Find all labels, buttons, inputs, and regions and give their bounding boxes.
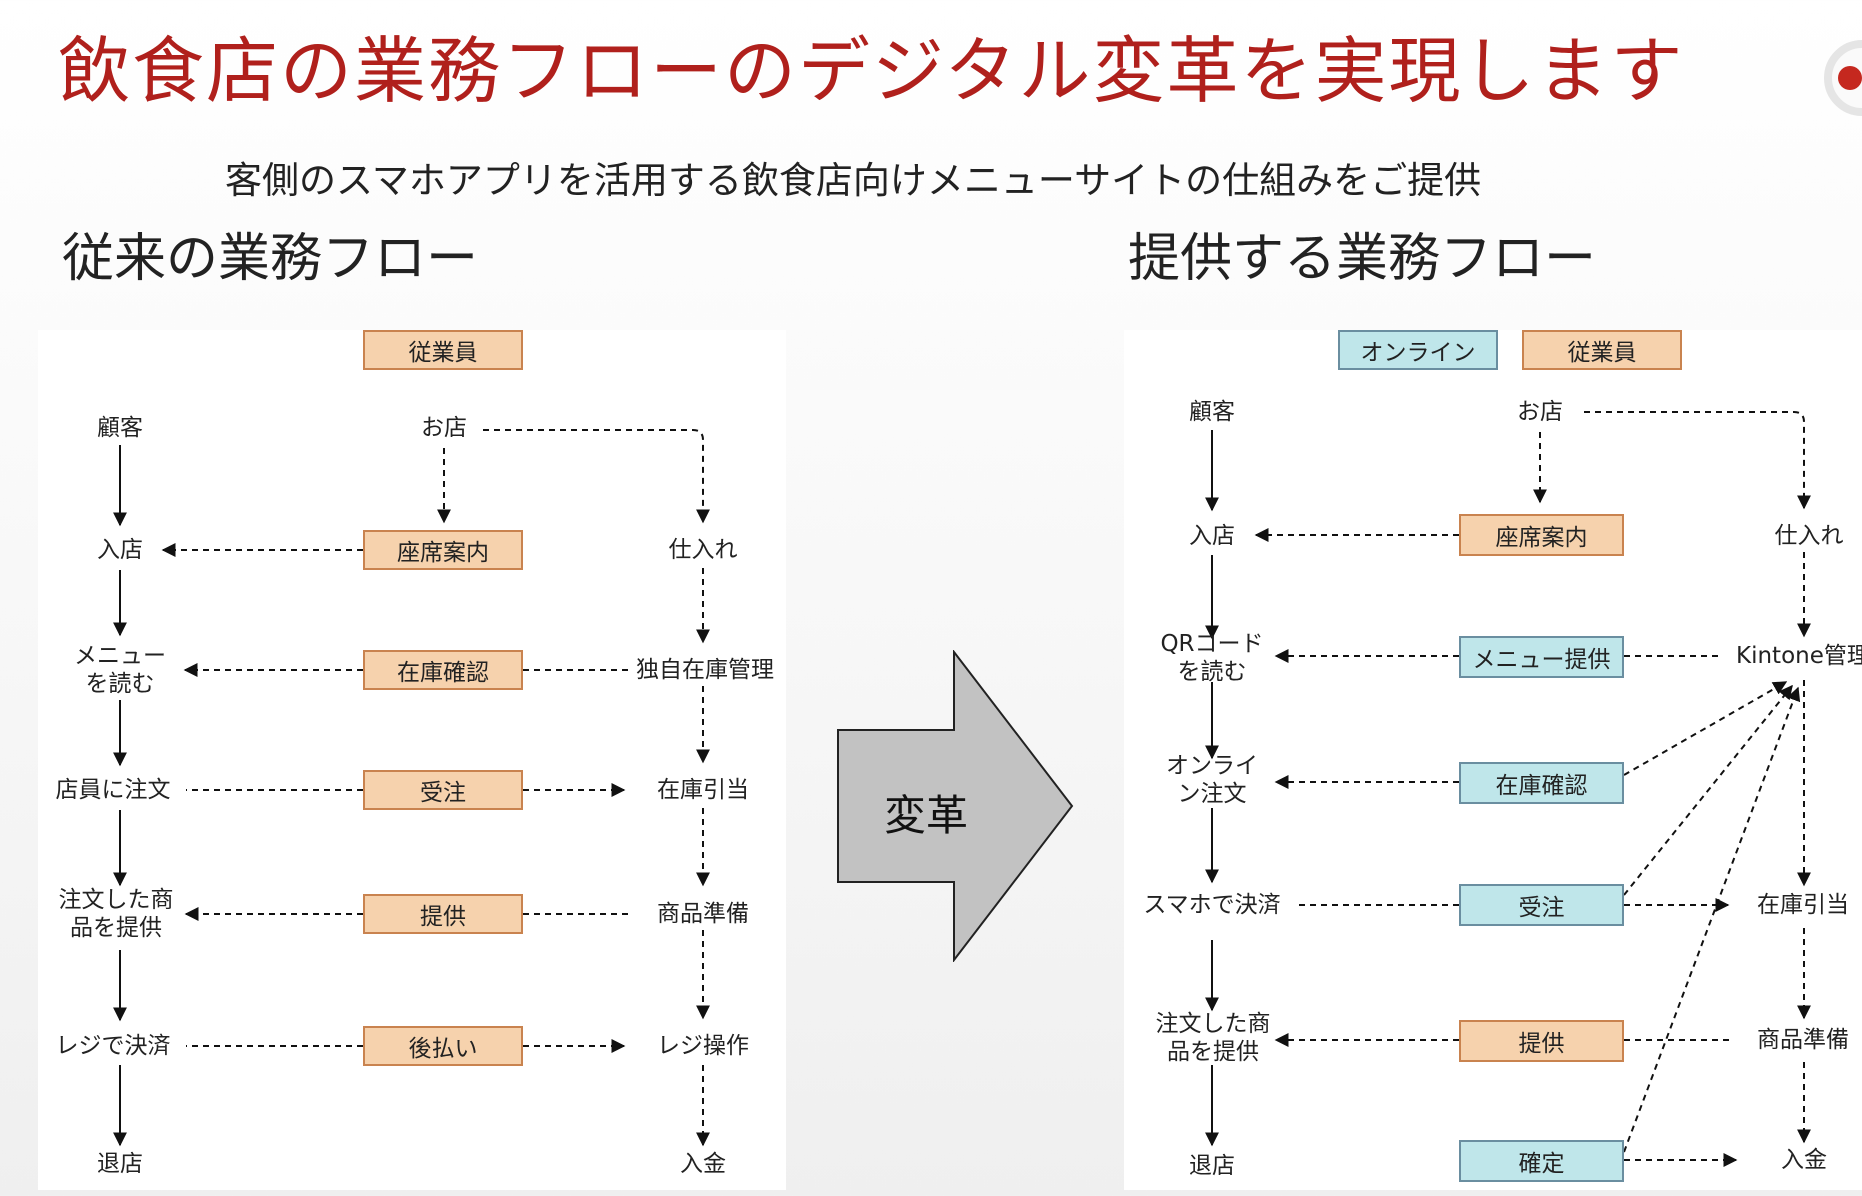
mobile-pay-node: スマホで決済 xyxy=(1143,892,1281,918)
product-prep-node: 商品準備 xyxy=(657,901,749,927)
purchase-node: 仕入れ xyxy=(668,537,738,563)
stock-check-chip: 在庫確認 xyxy=(363,650,523,690)
online-order-node: オンライ ン注文 xyxy=(1166,753,1258,807)
order-receive-chip: 受注 xyxy=(1459,884,1624,926)
serve-chip: 提供 xyxy=(1459,1020,1624,1062)
store-node: お店 xyxy=(1517,399,1563,425)
own-inventory-node: 独自在庫管理 xyxy=(636,657,774,683)
register-op-node: レジ操作 xyxy=(657,1033,749,1059)
leave-store-node: 退店 xyxy=(97,1151,143,1177)
customer-node: 顧客 xyxy=(1189,399,1235,425)
right-flow-connectors xyxy=(1205,411,1811,1167)
enter-store-node: 入店 xyxy=(97,537,143,563)
menu-provide-chip: メニュー提供 xyxy=(1459,636,1624,678)
legend-online: オンライン xyxy=(1338,330,1498,370)
seat-guide-chip: 座席案内 xyxy=(1459,514,1624,556)
stock-allocate-node: 在庫引当 xyxy=(657,777,749,803)
seat-guide-chip: 座席案内 xyxy=(363,530,523,570)
scan-qr-node: QRコード を読む xyxy=(1160,631,1264,685)
order-receive-chip: 受注 xyxy=(363,770,523,810)
legend-employee: 従業員 xyxy=(1522,330,1682,370)
left-heading: 従来の業務フロー xyxy=(62,229,479,289)
customer-node: 顧客 xyxy=(97,415,143,441)
read-menu-node: メニュー を読む xyxy=(74,643,166,697)
product-prep-node: 商品準備 xyxy=(1757,1027,1849,1053)
enter-store-node: 入店 xyxy=(1189,523,1235,549)
logo-icon xyxy=(1824,40,1862,116)
postpay-chip: 後払い xyxy=(363,1026,523,1066)
slide-subtitle: 客側のスマホアプリを活用する飲食店向けメニューサイトの仕組みをご提供 xyxy=(225,159,1482,202)
stock-check-chip: 在庫確認 xyxy=(1459,762,1624,804)
serve-chip: 提供 xyxy=(363,894,523,934)
transform-arrow xyxy=(837,650,1074,962)
slide-title: 飲食店の業務フローのデジタル変革を実現します xyxy=(58,29,1685,113)
serve-item-node: 注文した商 品を提供 xyxy=(1155,1011,1271,1065)
order-staff-node: 店員に注文 xyxy=(55,777,171,803)
left-flow-diagram: 従業員 顧客 入店 メニュー を読む 店員に注文 注文した商 品を提供 レジで決… xyxy=(38,330,786,1190)
stock-allocate-node: 在庫引当 xyxy=(1757,892,1849,918)
right-flow-diagram: オンライン 従業員 顧客 入店 QRコード を読む オンライ ン注文 スマホで決… xyxy=(1124,330,1862,1190)
confirm-chip: 確定 xyxy=(1459,1140,1624,1182)
store-node: お店 xyxy=(421,415,467,441)
kintone-node: Kintone管理 xyxy=(1736,643,1862,669)
serve-item-node: 注文した商 品を提供 xyxy=(58,887,174,941)
register-pay-node: レジで決済 xyxy=(55,1033,171,1059)
purchase-node: 仕入れ xyxy=(1774,523,1844,549)
transform-label: 変革 xyxy=(884,791,969,840)
deposit-node: 入金 xyxy=(680,1151,726,1177)
right-heading: 提供する業務フロー xyxy=(1128,229,1597,289)
legend-employee: 従業員 xyxy=(363,330,523,370)
leave-store-node: 退店 xyxy=(1189,1153,1235,1179)
deposit-node: 入金 xyxy=(1781,1147,1827,1173)
left-flow-connectors xyxy=(113,429,710,1147)
